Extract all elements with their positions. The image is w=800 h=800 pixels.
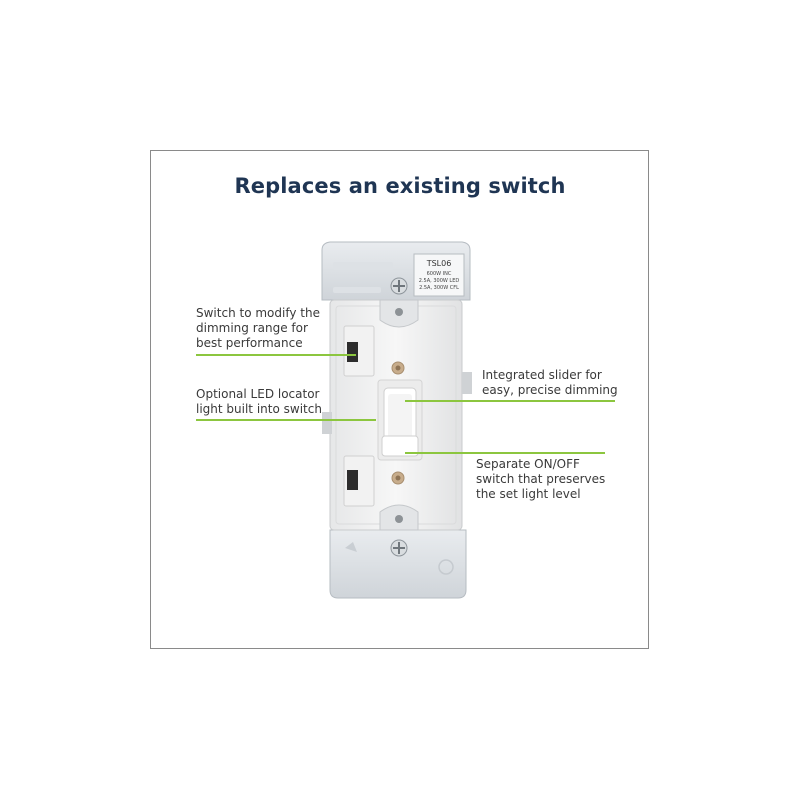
- top-screw: [390, 277, 408, 295]
- label-model: TSL06: [426, 259, 452, 268]
- bottom-screw: [390, 539, 408, 557]
- leader-line-slider: [405, 400, 615, 402]
- leader-line-on-off: [405, 452, 605, 454]
- page-title: Replaces an existing switch: [234, 174, 566, 198]
- callout-on-off: Separate ON/OFF switch that preserves th…: [476, 457, 606, 501]
- rating-label-plate: [413, 253, 465, 297]
- label-rating-3: 2.5A, 300W CFL: [419, 285, 459, 291]
- switch-body: [322, 299, 472, 531]
- callout-range-switch: Switch to modify the dimming range for b…: [196, 306, 320, 350]
- bottom-mounting-strap: [329, 529, 467, 599]
- label-rating-2: 2.5A, 300W LED: [419, 278, 460, 284]
- callout-led-locator: Optional LED locator light built into sw…: [196, 387, 322, 416]
- leader-line-led-locator: [196, 419, 376, 421]
- callout-slider: Integrated slider for easy, precise dimm…: [482, 368, 618, 397]
- label-rating-1: 600W INC: [427, 271, 452, 277]
- leader-line-range-switch: [196, 354, 356, 356]
